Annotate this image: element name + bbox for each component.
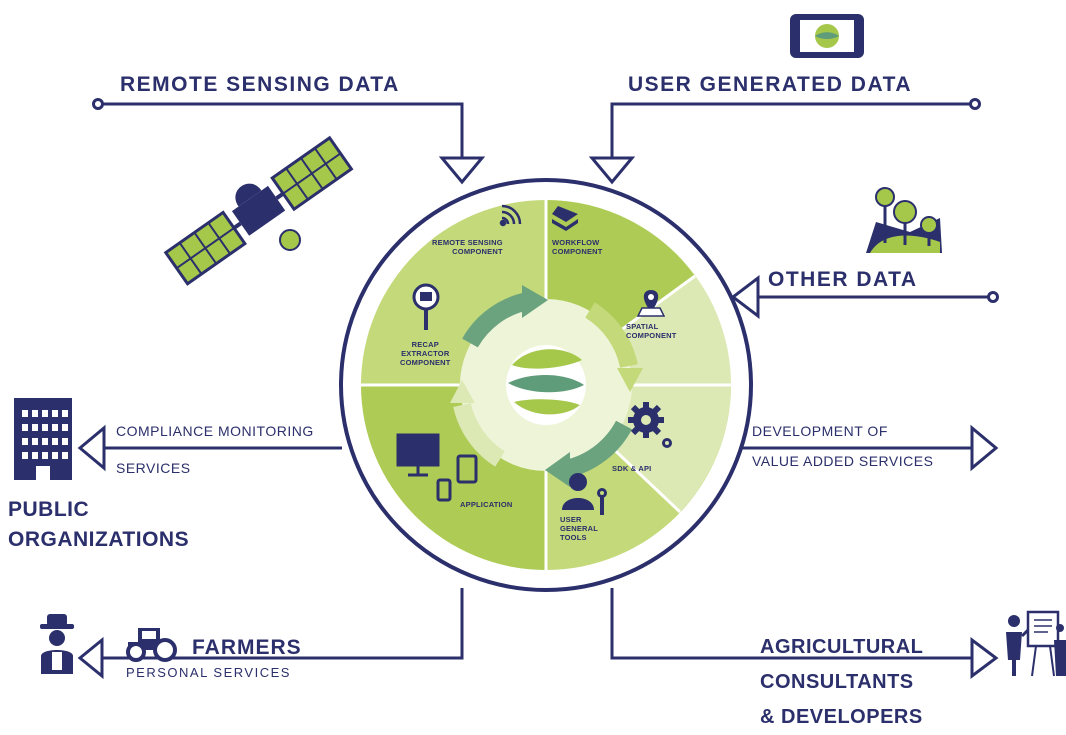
- arrowheads: [77, 156, 999, 680]
- user-generated-line-dot: [969, 98, 981, 110]
- user-generated-line: [610, 102, 970, 158]
- connector-lines: [92, 98, 999, 660]
- compliance-arrowhead: [77, 424, 106, 472]
- value-added-services-label: VALUE ADDED SERVICES: [752, 453, 934, 469]
- remote-sensing-arrowhead: [438, 156, 486, 185]
- diagram-graphics: [14, 14, 1066, 680]
- component-label-line: COMPONENT: [552, 247, 603, 256]
- component-label-line: EXTRACTOR: [401, 349, 450, 358]
- devices-icon: [396, 433, 478, 502]
- presenter-icon: [1006, 610, 1066, 677]
- compliance-monitoring-label: COMPLIANCE MONITORING: [116, 423, 314, 439]
- wireless-sensor-icon: [499, 204, 522, 227]
- component-label-line: SPATIAL: [626, 322, 659, 331]
- farmers-arrowhead: [77, 636, 104, 680]
- sdk-api-label: SDK & API: [612, 464, 652, 473]
- component-label-line: COMPONENT: [400, 358, 451, 367]
- consultants-line: [610, 588, 972, 660]
- workflow-component-label: WORKFLOW COMPONENT: [552, 238, 603, 256]
- layers-icon: [552, 206, 578, 231]
- cycle-arrow-4: [453, 402, 506, 467]
- user-generated-data-label: USER GENERATED DATA: [628, 73, 913, 96]
- user-general-tools-label: USER GENERAL TOOLS: [560, 515, 598, 542]
- component-label-line: GENERAL: [560, 524, 599, 533]
- component-label-line: USER: [560, 515, 582, 524]
- farmers-label: FARMERS: [192, 636, 302, 659]
- component-label-line: COMPONENT: [452, 247, 503, 256]
- component-label-line: REMOTE SENSING: [432, 238, 503, 247]
- public-organizations-line: ORGANIZATIONS: [8, 528, 190, 551]
- consultants-line: AGRICULTURAL: [760, 636, 924, 658]
- development-of-label: DEVELOPMENT OF: [752, 423, 888, 439]
- recap-extractor-component-label: RECAP EXTRACTOR COMPONENT: [400, 340, 451, 367]
- farmers-line: [102, 588, 464, 660]
- cycle-arrow-2: [585, 302, 638, 369]
- remote-sensing-line: [103, 102, 464, 158]
- spatial-component-label: SPATIAL COMPONENT: [626, 322, 677, 340]
- cycle-arrow-1: [462, 292, 531, 348]
- cycle-arrow-heads: [450, 285, 643, 487]
- component-label-line: TOOLS: [560, 533, 587, 542]
- satellite-icon: [163, 135, 354, 286]
- other-data-arrowhead: [730, 274, 760, 320]
- map-pin-icon: [636, 290, 666, 317]
- component-label-line: RECAP: [411, 340, 439, 349]
- consultants-line: & DEVELOPERS: [760, 706, 923, 728]
- other-data-label: OTHER DATA: [768, 268, 918, 291]
- component-label-line: WORKFLOW: [552, 238, 600, 247]
- application-label: APPLICATION: [460, 500, 513, 509]
- satellite-lens: [279, 229, 301, 251]
- remote-sensing-data-label: REMOTE SENSING DATA: [120, 73, 400, 96]
- building-icon: [14, 398, 72, 480]
- user-generated-arrowhead: [588, 156, 636, 185]
- user-wrench-icon: [562, 473, 607, 515]
- remote-sensing-component-label: REMOTE SENSING COMPONENT: [432, 238, 503, 256]
- consultants-line: CONSULTANTS: [760, 671, 914, 693]
- component-label-line: COMPONENT: [626, 331, 677, 340]
- other-data-line-dot: [987, 291, 999, 303]
- public-organizations-label: PUBLIC ORGANIZATIONS: [8, 495, 189, 555]
- farmer-icon: [40, 614, 74, 674]
- value-added-arrowhead: [970, 424, 999, 472]
- personal-services-label: PERSONAL SERVICES: [126, 665, 291, 680]
- tractor-icon: [126, 628, 177, 662]
- consultants-arrowhead: [970, 637, 999, 679]
- central-platform: [339, 178, 753, 592]
- public-organizations-line: PUBLIC: [8, 498, 90, 521]
- globe-icon: [506, 345, 586, 425]
- tablet-icon: [790, 14, 864, 58]
- trees-landscape-icon: [866, 187, 942, 253]
- diagram: REMOTE SENSING DATA USER GENERATED DATA …: [8, 14, 1066, 728]
- remote-sensing-line-dot: [92, 98, 104, 110]
- magnifier-icon: [412, 283, 440, 330]
- cycle-arrows: [453, 292, 638, 478]
- compliance-services-label: SERVICES: [116, 460, 191, 476]
- gear-icon: [628, 402, 672, 448]
- consultants-developers-label: AGRICULTURAL CONSULTANTS & DEVELOPERS: [760, 630, 923, 735]
- cycle-arrow-3: [563, 420, 632, 478]
